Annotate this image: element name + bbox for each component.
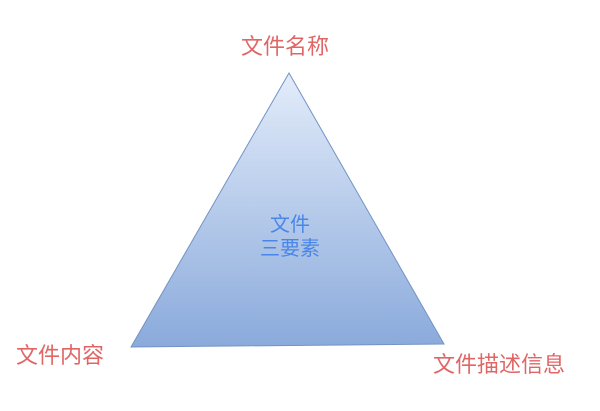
vertex-label-bottom-left: 文件内容 (16, 344, 105, 369)
center-label: 文件 三要素 (240, 212, 340, 260)
vertex-label-bottom-right: 文件描述信息 (433, 353, 566, 378)
center-label-line2: 三要素 (260, 236, 320, 260)
triangle-shape (130, 71, 445, 348)
center-label-line1: 文件 (270, 212, 310, 236)
vertex-label-top: 文件名称 (241, 35, 330, 60)
